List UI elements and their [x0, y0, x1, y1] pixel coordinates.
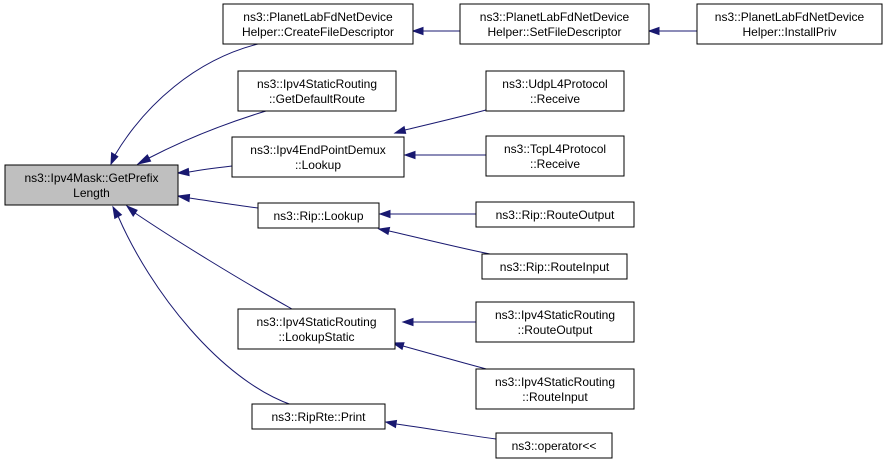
node-staticrouteinput[interactable]: ns3::Ipv4StaticRouting ::RouteInput [475, 368, 635, 410]
node-lookupstatic-line2: ::LookupStatic [278, 330, 354, 344]
node-riplookup-label: ns3::Rip::Lookup [273, 209, 363, 223]
node-getdefaultroute-line2: ::GetDefaultRoute [269, 92, 365, 106]
edge-riprouteoutput-to-riplookup [378, 209, 476, 219]
node-riprouteoutput[interactable]: ns3::Rip::RouteOutput [475, 201, 635, 228]
node-createfiledescriptor-line2: Helper::CreateFileDescriptor [242, 25, 394, 39]
node-installpriv[interactable]: ns3::PlanetLabFdNetDevice Helper::Instal… [696, 3, 883, 45]
node-tcpreceive-line2: ::Receive [530, 157, 580, 171]
node-operatorlshift-label: ns3::operator<< [512, 439, 597, 453]
edge-riprouteinput-to-riplookup [377, 226, 491, 255]
node-riprouteinput-label: ns3::Rip::RouteInput [500, 260, 610, 274]
node-endpointlookup-line2: ::Lookup [295, 158, 341, 172]
edge-ripprint-to-getprefixlength [112, 205, 293, 406]
edge-endpointlookup-to-getprefixlength [176, 165, 233, 177]
edge-tcpreceive-to-endpointlookup [403, 150, 486, 160]
edge-staticrouteoutput-to-lookupstatic [401, 317, 476, 327]
node-endpointlookup[interactable]: ns3::Ipv4EndPointDemux ::Lookup [231, 136, 405, 178]
edge-setfiledescriptor-to-createfiledescriptor [411, 26, 460, 36]
edge-lookupstatic-to-getprefixlength [125, 204, 293, 310]
node-staticrouteoutput-line1: ns3::Ipv4StaticRouting [495, 308, 615, 322]
edge-createfiledescriptor-to-getprefixlength [110, 43, 259, 166]
node-getprefixlength-line1: ns3::Ipv4Mask::GetPrefix [24, 171, 158, 185]
node-riplookup[interactable]: ns3::Rip::Lookup [257, 202, 380, 229]
node-staticrouteinput-line1: ns3::Ipv4StaticRouting [495, 375, 615, 389]
node-setfiledescriptor-line1: ns3::PlanetLabFdNetDevice [480, 10, 630, 24]
node-createfiledescriptor[interactable]: ns3::PlanetLabFdNetDevice Helper::Create… [222, 3, 414, 45]
node-getprefixlength[interactable]: ns3::Ipv4Mask::GetPrefix Length [4, 164, 179, 206]
node-lookupstatic-line1: ns3::Ipv4StaticRouting [256, 315, 376, 329]
node-riprouteoutput-label: ns3::Rip::RouteOutput [496, 208, 615, 222]
node-staticrouteinput-line2: ::RouteInput [522, 390, 588, 404]
node-ripprint-label: ns3::RipRte::Print [271, 410, 366, 424]
node-udpreceive[interactable]: ns3::UdpL4Protocol ::Receive [485, 70, 625, 112]
edge-layer [110, 26, 697, 440]
node-setfiledescriptor-line2: Helper::SetFileDescriptor [487, 25, 621, 39]
node-setfiledescriptor[interactable]: ns3::PlanetLabFdNetDevice Helper::SetFil… [459, 3, 650, 45]
node-udpreceive-line1: ns3::UdpL4Protocol [502, 77, 607, 91]
node-endpointlookup-line1: ns3::Ipv4EndPointDemux [250, 143, 385, 157]
node-getdefaultroute-line1: ns3::Ipv4StaticRouting [257, 77, 377, 91]
edge-riplookup-to-getprefixlength [176, 193, 259, 209]
node-createfiledescriptor-line1: ns3::PlanetLabFdNetDevice [243, 10, 393, 24]
edge-installpriv-to-setfiledescriptor [647, 26, 697, 36]
node-ripprint[interactable]: ns3::RipRte::Print [251, 403, 386, 430]
node-layer: ns3::Ipv4Mask::GetPrefix Length ns3::Pla… [4, 3, 883, 459]
node-riprouteinput[interactable]: ns3::Rip::RouteInput [481, 253, 628, 280]
node-tcpreceive[interactable]: ns3::TcpL4Protocol ::Receive [485, 135, 625, 177]
node-installpriv-line2: Helper::InstallPriv [742, 25, 836, 39]
edge-udpreceive-to-endpointlookup [393, 109, 487, 134]
node-getdefaultroute[interactable]: ns3::Ipv4StaticRouting ::GetDefaultRoute [237, 70, 397, 112]
edge-staticrouteinput-to-lookupstatic [391, 342, 491, 371]
node-staticrouteoutput[interactable]: ns3::Ipv4StaticRouting ::RouteOutput [475, 301, 635, 343]
node-staticrouteoutput-line2: ::RouteOutput [518, 323, 593, 337]
edge-operatorlshift-to-ripprint [384, 419, 497, 440]
node-tcpreceive-line1: ns3::TcpL4Protocol [504, 142, 606, 156]
node-operatorlshift[interactable]: ns3::operator<< [495, 432, 613, 459]
edge-getdefaultroute-to-getprefixlength [136, 110, 267, 165]
node-udpreceive-line2: ::Receive [530, 92, 580, 106]
node-installpriv-line1: ns3::PlanetLabFdNetDevice [715, 10, 865, 24]
node-lookupstatic[interactable]: ns3::Ipv4StaticRouting ::LookupStatic [237, 308, 396, 350]
node-getprefixlength-line2: Length [73, 186, 110, 200]
